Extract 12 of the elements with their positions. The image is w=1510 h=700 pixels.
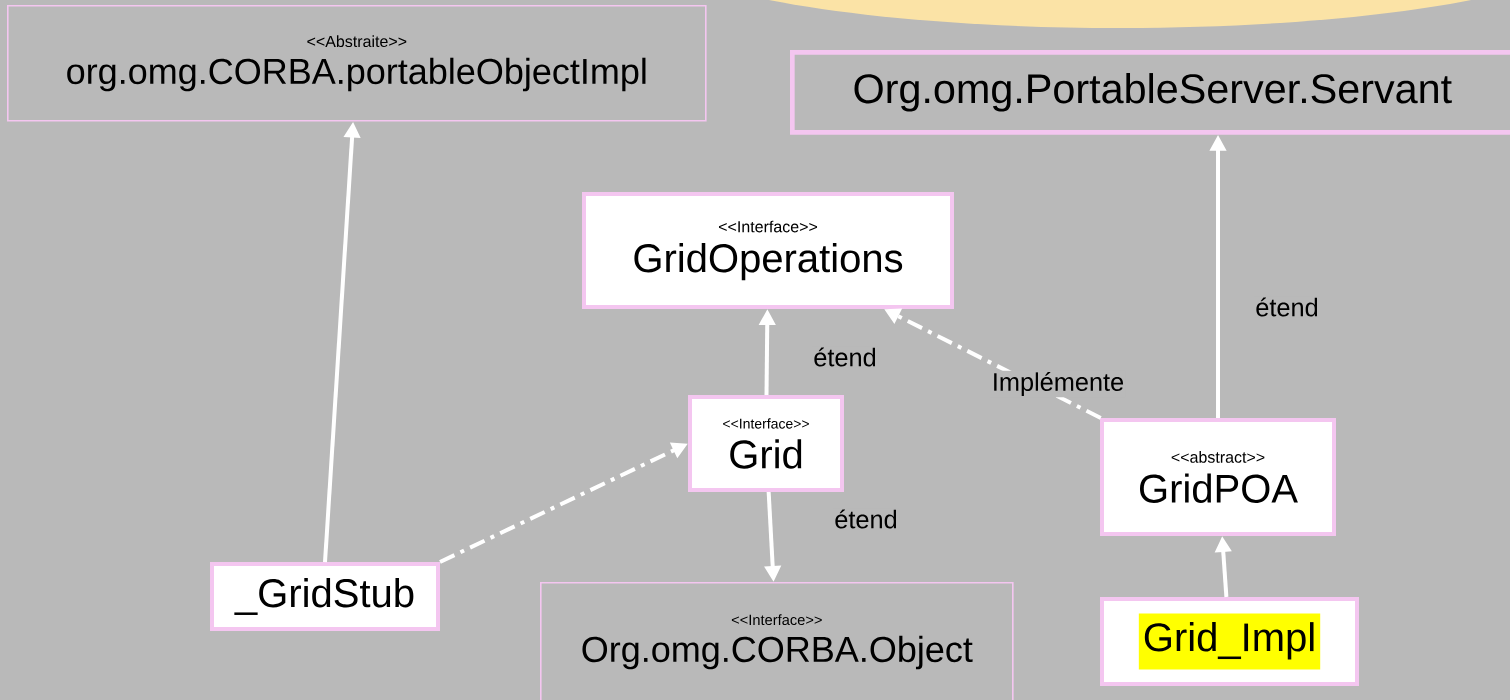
class-box: <<Interface>> Grid xyxy=(688,395,844,492)
class-box: Org.omg.PortableServer.Servant xyxy=(790,50,1510,135)
class-box: <<Abstraite>> org.omg.CORBA.portableObjectImpl xyxy=(7,5,707,122)
edge-label: étend xyxy=(812,346,879,368)
class-box: <<abstract>> GridPOA xyxy=(1100,418,1336,536)
class-box: <<Interface>> Org.omg.CORBA.Object xyxy=(540,582,1014,700)
edge-label: Implémente xyxy=(990,370,1126,398)
class-box: _GridStub xyxy=(210,562,440,631)
edge-label: étend xyxy=(1254,296,1321,318)
class-box: <<Interface>> GridOperations xyxy=(582,192,954,309)
class-box: Grid_Impl xyxy=(1100,597,1359,686)
edge-label: étend xyxy=(833,508,900,530)
